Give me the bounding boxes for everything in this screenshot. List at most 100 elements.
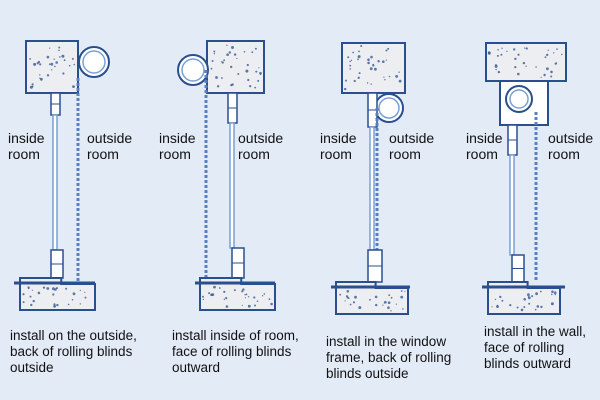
- panel-3-roll-inner: [378, 97, 400, 119]
- panel-2-lintel-speckle: [213, 50, 216, 53]
- panel-4-lintel-speckle: [550, 70, 553, 74]
- panel-4-lintel-speckle: [524, 47, 526, 49]
- panel-4-sill-speckle: [516, 306, 519, 309]
- panel-4-lintel-speckle: [487, 51, 491, 55]
- panel-1-lintel-speckle: [62, 72, 65, 75]
- panel-3-lintel-speckle: [357, 58, 359, 61]
- panel-3-lintel-speckle: [398, 71, 400, 73]
- panel-3-sill-speckle: [387, 306, 390, 310]
- panel-3-sill-speckle: [375, 303, 378, 307]
- panel-4-sill-speckle: [536, 305, 540, 308]
- panel-1-lintel-speckle: [58, 49, 60, 52]
- panel-1-lintel-speckle: [48, 63, 51, 65]
- panel-2-lintel-speckle: [236, 57, 238, 60]
- panel-2-sill-speckle: [202, 298, 204, 301]
- panel-4-lintel-speckle: [525, 47, 528, 50]
- panel-4-sill-speckle: [528, 302, 531, 305]
- panel-4-lintel-speckle: [543, 73, 546, 77]
- panel-1-caption: install on the outside, back of rolling …: [10, 328, 137, 375]
- panel-3-lintel-speckle: [395, 75, 398, 78]
- panel-1-sill-speckle: [32, 299, 35, 303]
- panel-2-lintel-speckle: [259, 71, 262, 75]
- panel-2-inside-label: inside room: [159, 130, 196, 162]
- panel-2-lintel-speckle: [226, 53, 229, 56]
- panel-3-sill-speckle: [387, 301, 391, 305]
- panel-4-sill-speckle: [494, 298, 497, 301]
- panel-3-lintel-speckle: [345, 79, 347, 82]
- panel-1-lintel-speckle: [54, 65, 56, 68]
- panel-2-lintel-speckle: [233, 53, 237, 56]
- panel-4-sill-speckle: [496, 305, 499, 308]
- panel-1-lintel-speckle: [73, 63, 76, 66]
- panel-1-sill-speckle: [55, 287, 58, 290]
- panel-3-lintel-speckle: [372, 64, 375, 67]
- panel-3-lintel-speckle: [350, 59, 353, 62]
- panel-4-lintel-speckle: [500, 53, 503, 56]
- panel-3-sill-speckle: [395, 303, 397, 305]
- panel-1-sill-speckle: [42, 286, 46, 289]
- panel-2-lintel-speckle: [213, 53, 216, 55]
- panel-1-sill-speckle: [27, 287, 30, 290]
- panel-2-lintel-speckle: [246, 63, 249, 67]
- panel-4-lintel-speckle: [506, 50, 508, 52]
- panel-4-sill-speckle: [539, 290, 542, 293]
- panel-3-lintel-speckle: [344, 87, 347, 91]
- panel-2-sill-speckle: [202, 295, 204, 298]
- panel-1-lintel-speckle: [58, 46, 61, 49]
- panel-3-sill-speckle: [349, 303, 352, 306]
- panel-1-lintel-speckle: [68, 64, 71, 67]
- panel-2-lintel-speckle: [215, 76, 218, 79]
- panel-1-sill-speckle: [37, 291, 41, 295]
- panel-1-sill-speckle: [79, 289, 81, 291]
- panel-2-sill-speckle: [241, 290, 244, 293]
- panel-4-lintel-speckle: [546, 53, 549, 57]
- panel-4-lintel-speckle: [550, 75, 553, 78]
- panel-2-lintel-speckle: [255, 70, 258, 73]
- panel-4-lintel-speckle: [553, 52, 555, 54]
- panel-4-glass: [509, 154, 515, 256]
- panel-3-lintel-speckle: [349, 60, 351, 63]
- panel-2-lintel-speckle: [259, 73, 262, 76]
- panel-4-lintel-speckle: [501, 47, 503, 49]
- panel-2-lintel-speckle: [247, 78, 250, 82]
- panel-4-sill-speckle: [535, 292, 538, 296]
- panel-1-lintel-speckle: [59, 56, 61, 58]
- panel-3-sill-speckle: [358, 306, 362, 310]
- panel-3-lintel-speckle: [369, 67, 373, 71]
- panel-4-lintel-speckle: [554, 62, 557, 65]
- panel-1-sill-speckle: [56, 303, 59, 307]
- panel-2-sill-speckle: [253, 296, 256, 299]
- panel-1-lintel-speckle: [33, 62, 37, 66]
- panel-3-lintel-speckle: [353, 79, 356, 83]
- panel-1-sill-speckle: [53, 303, 56, 306]
- panel-2-sill-speckle: [247, 296, 250, 298]
- panel-3-lintel-speckle: [347, 56, 350, 59]
- panel-2-sill-speckle: [233, 289, 236, 292]
- panel-2-glass: [229, 122, 235, 249]
- panel-1-sill-speckle: [46, 287, 50, 290]
- panel-1-lintel-speckle: [53, 58, 55, 60]
- panel-3-lintel-speckle: [349, 64, 352, 67]
- panel-2-lintel-speckle: [221, 77, 223, 79]
- panel-1-sill-speckle: [31, 289, 33, 291]
- panel-3-lintel-speckle: [358, 50, 360, 53]
- panel-3-sill-speckle: [390, 310, 392, 312]
- panel-4-sill-speckle: [540, 305, 543, 309]
- panel-1-sill-speckle: [30, 303, 33, 307]
- panel-3-lintel-speckle: [367, 58, 370, 61]
- panel-3-sill-speckle: [404, 290, 406, 292]
- panel-2-lintel-speckle: [226, 44, 228, 46]
- panel-4-sill-speckle: [550, 302, 554, 306]
- panel-4-sill-speckle: [523, 306, 526, 308]
- panel-2-sill-speckle: [244, 294, 246, 296]
- panel-4-sill-speckle: [551, 290, 554, 294]
- panel-4-sill-speckle: [523, 298, 526, 301]
- panel-2-lintel-speckle: [230, 65, 233, 69]
- panel-1-lintel-speckle: [29, 58, 31, 60]
- panel-2-sill-speckle: [223, 298, 226, 300]
- panel-1-sill-speckle: [65, 287, 68, 290]
- panel-4-lintel-speckle: [556, 48, 558, 50]
- panel-2-lintel-speckle: [211, 60, 214, 62]
- panel-2-sill-speckle: [270, 302, 273, 306]
